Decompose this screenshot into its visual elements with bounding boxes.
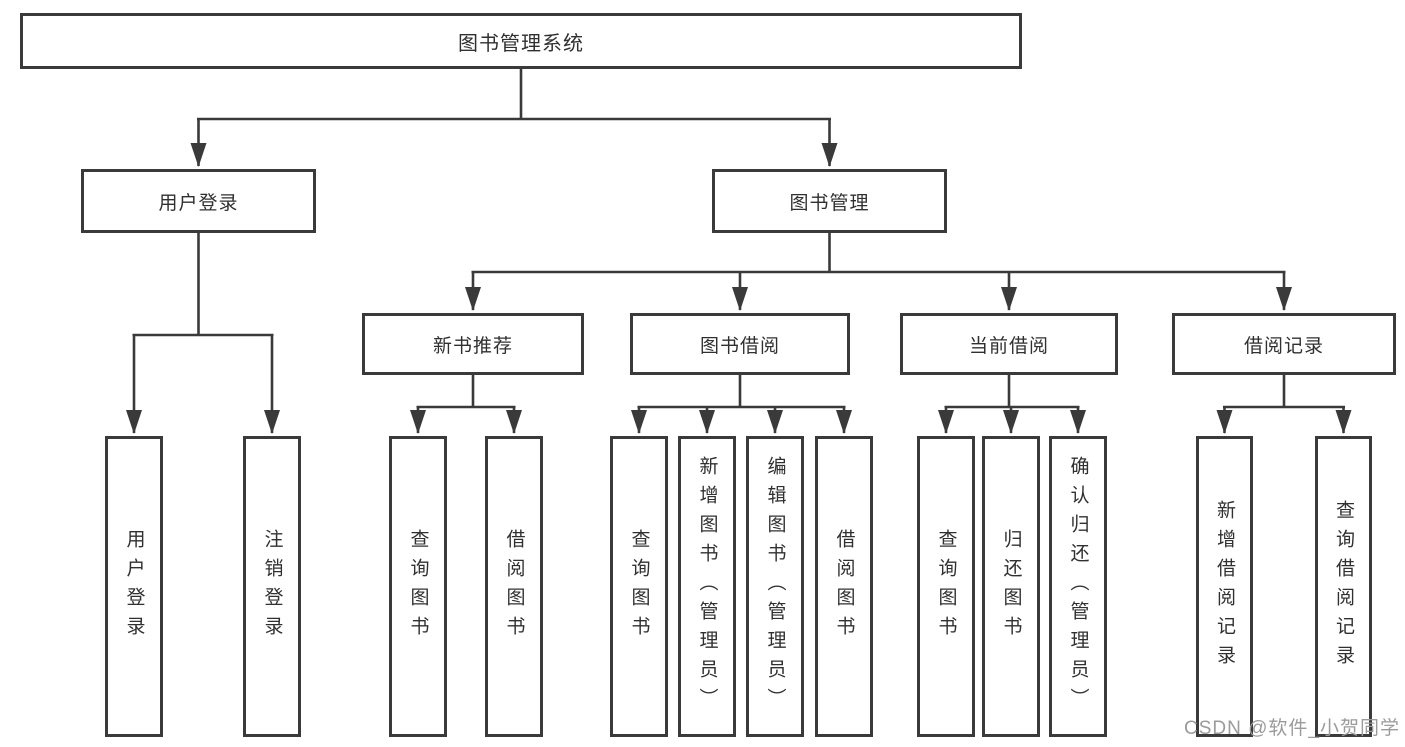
node-book-borrow-label: 图书借阅 (699, 335, 780, 357)
leaf-borrow-borrow-book: 借阅图书 (815, 436, 873, 737)
node-user-login-label: 用户登录 (158, 192, 239, 214)
leaf-records-add: 新增借阅记录 (1196, 436, 1253, 737)
node-borrow-records-label: 借阅记录 (1243, 335, 1324, 357)
leaf-logout: 注销登录 (243, 436, 301, 737)
leaf-records-query-label: 查询借阅记录 (1333, 499, 1354, 674)
leaf-current-query: 查询图书 (917, 436, 975, 737)
leaf-records-add-label: 新增借阅记录 (1214, 499, 1235, 674)
leaf-current-confirm-return-label: 确认归还（管理员） (1067, 456, 1089, 717)
connector-root-to-level2 (190, 69, 838, 167)
node-borrow-records: 借阅记录 (1172, 313, 1396, 375)
leaf-borrow-add-book: 新增图书（管理员） (678, 436, 736, 737)
watermark: CSDN @软件_小贺同学 (1184, 718, 1400, 739)
leaf-newbook-borrow: 借阅图书 (485, 436, 543, 737)
node-current-borrow-label: 当前借阅 (968, 335, 1049, 357)
leaf-borrow-query: 查询图书 (610, 436, 668, 737)
leaf-current-return: 归还图书 (982, 436, 1040, 737)
leaf-user-login-label: 用户登录 (123, 528, 145, 645)
leaf-borrow-add-book-label: 新增图书（管理员） (696, 456, 718, 717)
leaf-newbook-query: 查询图书 (389, 436, 447, 737)
node-new-book-recommend-label: 新书推荐 (432, 335, 513, 357)
node-root-label: 图书管理系统 (458, 32, 584, 55)
leaf-newbook-borrow-label: 借阅图书 (503, 528, 525, 645)
leaf-borrow-borrow-book-label: 借阅图书 (833, 528, 855, 645)
node-current-borrow: 当前借阅 (900, 313, 1118, 375)
leaf-user-login: 用户登录 (105, 436, 163, 737)
leaf-current-query-label: 查询图书 (935, 528, 957, 645)
leaf-current-return-label: 归还图书 (1000, 528, 1022, 645)
connector-user-login-children (126, 233, 280, 434)
node-book-mgmt: 图书管理 (712, 169, 947, 233)
connector-book-mgmt-to-level3 (465, 233, 1292, 311)
connector-current-borrow-children (938, 375, 1086, 434)
leaf-borrow-query-label: 查询图书 (628, 528, 650, 645)
leaf-logout-label: 注销登录 (261, 528, 283, 645)
node-book-borrow: 图书借阅 (630, 313, 850, 375)
node-book-mgmt-label: 图书管理 (789, 192, 870, 214)
leaf-newbook-query-label: 查询图书 (407, 528, 429, 645)
leaf-records-query: 查询借阅记录 (1315, 436, 1372, 737)
leaf-current-confirm-return: 确认归还（管理员） (1049, 436, 1107, 737)
node-root: 图书管理系统 (20, 13, 1022, 69)
node-new-book-recommend: 新书推荐 (362, 313, 584, 375)
connector-new-book-children (410, 375, 522, 434)
connector-borrow-records-children (1216, 375, 1352, 434)
connector-book-borrow-children (631, 375, 852, 434)
node-user-login: 用户登录 (81, 169, 316, 233)
leaf-borrow-edit-book-label: 编辑图书（管理员） (764, 456, 786, 717)
leaf-borrow-edit-book: 编辑图书（管理员） (746, 436, 804, 737)
